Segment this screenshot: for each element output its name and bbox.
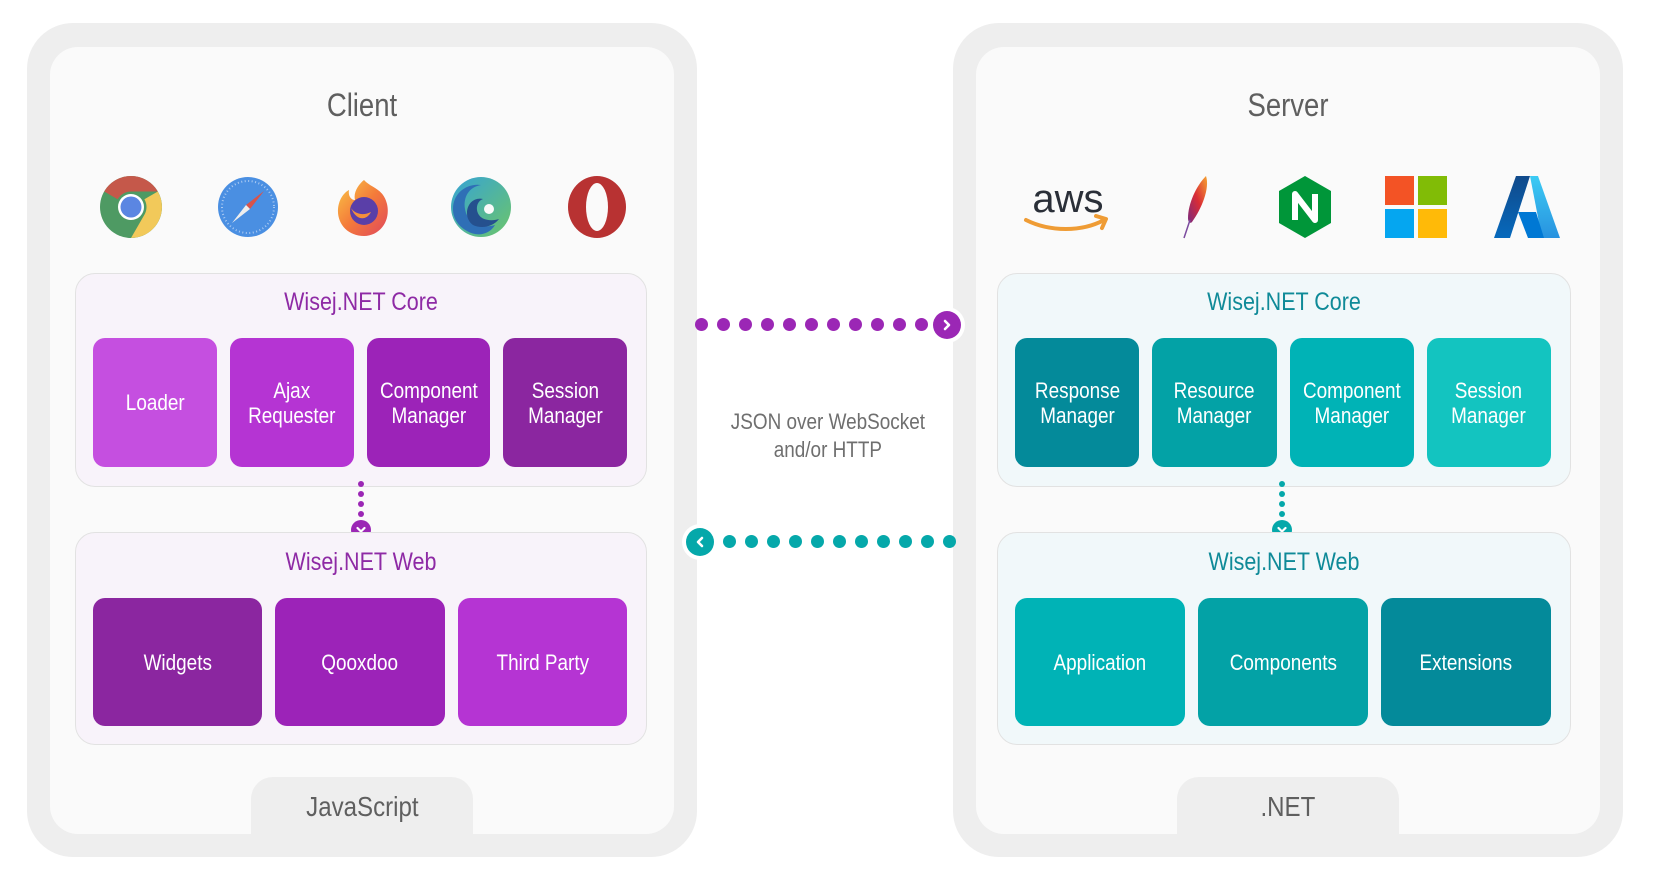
- server-core-group: Wisej.NET Core Response Manager Resource…: [997, 273, 1571, 487]
- svg-text:aws: aws: [1032, 177, 1103, 221]
- server-web-title: Wisej.NET Web: [1208, 548, 1360, 576]
- client-core-tile-ajax-requester[interactable]: Ajax Requester: [229, 338, 354, 467]
- nginx-icon: [1272, 174, 1338, 240]
- client-web-tile-widgets[interactable]: Widgets: [93, 598, 263, 726]
- arrow-dot: [915, 318, 928, 331]
- client-core-tiles: Loader Ajax Requester Component Manager …: [93, 338, 627, 467]
- request-arrow: [690, 311, 970, 339]
- server-core-tile-component-manager[interactable]: Component Manager: [1289, 338, 1414, 467]
- connector-dot: [1279, 501, 1285, 507]
- arrow-dot: [871, 318, 884, 331]
- arrow-dot: [833, 535, 846, 548]
- opera-icon: [564, 174, 630, 240]
- arrow-dot: [739, 318, 752, 331]
- browser-icons: [98, 174, 630, 240]
- client-title: Client: [326, 87, 398, 123]
- server-web-group: Wisej.NET Web Application Components Ext…: [997, 532, 1571, 745]
- server-footer-tab: .NET: [1177, 777, 1399, 834]
- edge-icon: [448, 174, 514, 240]
- arrow-dot: [893, 318, 906, 331]
- arrow-dot: [761, 318, 774, 331]
- server-core-tile-resource-manager[interactable]: Resource Manager: [1152, 338, 1277, 467]
- client-footer-label: JavaScript: [305, 791, 419, 822]
- arrow-dot: [899, 535, 912, 548]
- client-footer-tab: JavaScript: [251, 777, 473, 834]
- client-web-group: Wisej.NET Web Widgets Qooxdoo Third Part…: [75, 532, 647, 745]
- connector-dot: [1279, 481, 1285, 487]
- server-web-tiles: Application Components Extensions: [1015, 598, 1551, 726]
- chrome-icon: [98, 174, 164, 240]
- arrow-dot: [849, 318, 862, 331]
- microsoft-icon: [1383, 174, 1449, 240]
- client-web-tile-third-party[interactable]: Third Party: [457, 598, 627, 726]
- arrow-dot: [943, 535, 956, 548]
- safari-icon: [215, 174, 281, 240]
- client-core-title: Wisej.NET Core: [284, 288, 438, 316]
- client-core-tile-component-manager[interactable]: Component Manager: [366, 338, 491, 467]
- connector-dot: [358, 501, 364, 507]
- server-core-tile-response-manager[interactable]: Response Manager: [1015, 338, 1140, 467]
- server-title: Server: [1247, 87, 1329, 123]
- chevron-left-icon: [686, 528, 714, 556]
- server-footer-label: .NET: [1260, 791, 1316, 822]
- protocol-label: JSON over WebSocket and/or HTTP: [730, 409, 925, 462]
- connector-dot: [358, 491, 364, 497]
- arrow-dot: [783, 318, 796, 331]
- server-core-tile-session-manager[interactable]: Session Manager: [1426, 338, 1551, 467]
- aws-icon: aws: [1020, 174, 1116, 240]
- connector-dot: [1279, 511, 1285, 517]
- arrow-dot: [877, 535, 890, 548]
- arrow-dot: [855, 535, 868, 548]
- chevron-right-icon: [933, 311, 961, 339]
- arrow-dot: [789, 535, 802, 548]
- firefox-icon: [331, 174, 397, 240]
- arrow-dot: [723, 535, 736, 548]
- server-web-tile-components[interactable]: Components: [1198, 598, 1368, 726]
- client-web-title: Wisej.NET Web: [285, 548, 437, 576]
- connector-dot: [358, 511, 364, 517]
- server-web-tile-extensions[interactable]: Extensions: [1381, 598, 1551, 726]
- client-core-tile-loader[interactable]: Loader: [93, 338, 217, 467]
- apache-feather-icon: [1161, 174, 1227, 240]
- arrow-dot: [717, 318, 730, 331]
- connector-dot: [358, 481, 364, 487]
- arrow-dot: [695, 318, 708, 331]
- arrow-dot: [921, 535, 934, 548]
- azure-icon: [1494, 174, 1560, 240]
- server-core-tiles: Response Manager Resource Manager Compon…: [1015, 338, 1551, 467]
- client-web-tiles: Widgets Qooxdoo Third Party: [93, 598, 627, 726]
- arrow-dot: [827, 318, 840, 331]
- server-web-tile-application[interactable]: Application: [1015, 598, 1185, 726]
- arrow-dot: [745, 535, 758, 548]
- client-core-group: Wisej.NET Core Loader Ajax Requester Com…: [75, 273, 647, 487]
- arrow-dot: [811, 535, 824, 548]
- client-core-tile-session-manager[interactable]: Session Manager: [503, 338, 627, 467]
- server-core-title: Wisej.NET Core: [1207, 288, 1361, 316]
- arrow-dot: [805, 318, 818, 331]
- response-arrow: [686, 528, 966, 556]
- client-web-tile-qooxdoo[interactable]: Qooxdoo: [275, 598, 445, 726]
- arrow-dot: [767, 535, 780, 548]
- connector-dot: [1279, 491, 1285, 497]
- server-platform-icons: aws: [1020, 174, 1560, 240]
